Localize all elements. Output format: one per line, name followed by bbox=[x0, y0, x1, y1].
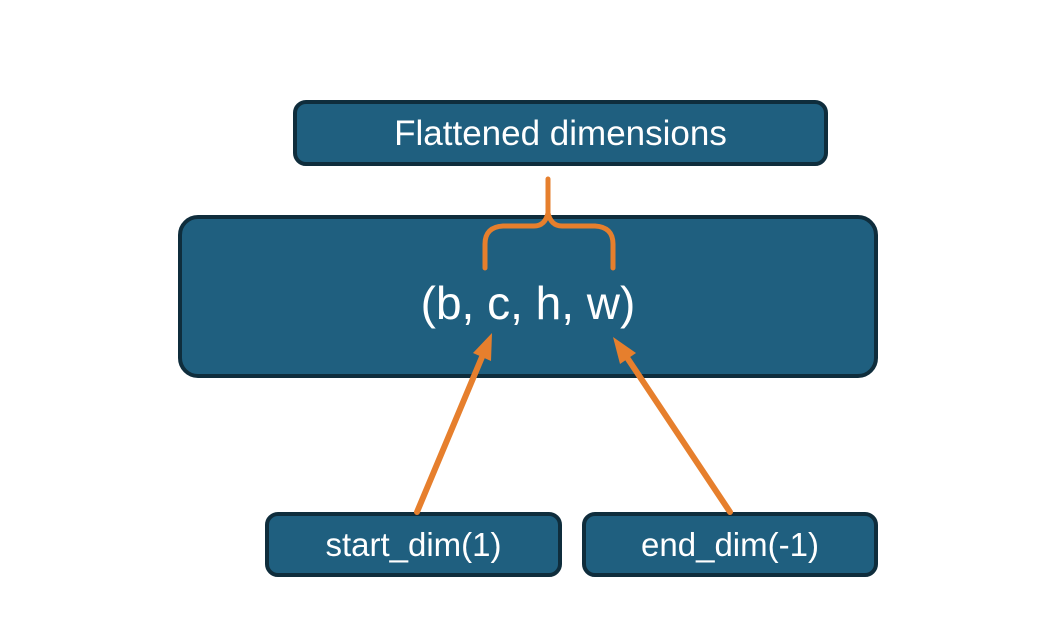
end-dim-box: end_dim(-1) bbox=[582, 512, 878, 577]
start-dim-arrow-line bbox=[414, 354, 485, 515]
tensor-shape-box: (b, c, h, w) bbox=[178, 215, 878, 378]
end-dim-arrow-line bbox=[625, 356, 733, 515]
tensor-shape-label: (b, c, h, w) bbox=[420, 276, 636, 329]
flattened-dimensions-box: Flattened dimensions bbox=[293, 100, 828, 166]
start-dim-box: start_dim(1) bbox=[265, 512, 562, 577]
end-dim-label: end_dim(-1) bbox=[641, 526, 819, 563]
flattened-dimensions-label: Flattened dimensions bbox=[394, 113, 727, 153]
start-dim-label: start_dim(1) bbox=[325, 526, 502, 563]
